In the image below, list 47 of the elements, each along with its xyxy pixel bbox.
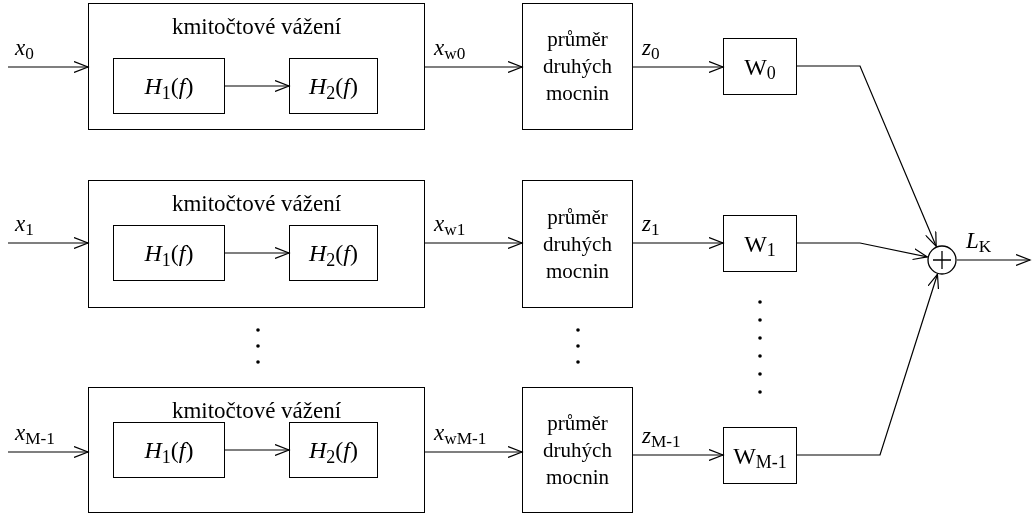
group-box <box>88 180 425 308</box>
block-label: H$_{1}$(f) <box>144 239 194 267</box>
arrow <box>956 253 1031 267</box>
arrow <box>7 445 89 459</box>
block-label: W$_{1}$ <box>744 229 776 258</box>
block-label: W$_{M-1}$ <box>733 441 787 470</box>
arrow <box>424 60 523 74</box>
group-box <box>88 387 425 513</box>
block-box <box>522 180 633 308</box>
arrow <box>424 445 523 459</box>
summing-junction <box>927 245 957 275</box>
block-box <box>113 225 225 281</box>
arrow <box>7 236 89 250</box>
block-label: průměr druhých mocnin <box>542 26 613 107</box>
arrow <box>224 79 290 93</box>
block-box <box>723 427 797 484</box>
block-label: H$_{2}$(f) <box>309 436 358 464</box>
arrow <box>796 65 937 247</box>
block-box <box>113 58 225 114</box>
arrow <box>796 273 940 456</box>
arrow <box>632 60 724 74</box>
block-label: průměr druhých mocnin <box>542 203 613 285</box>
block-box <box>113 422 225 478</box>
arrow <box>424 236 523 250</box>
block-box <box>289 225 378 281</box>
group-box <box>88 3 425 130</box>
block-label: H$_{1}$(f) <box>144 436 194 464</box>
arrow <box>224 246 290 260</box>
block-label: průměr druhých mocnin <box>542 409 613 491</box>
block-box <box>289 422 378 478</box>
arrow <box>632 236 724 250</box>
block-box <box>723 38 797 95</box>
arrow <box>224 443 290 457</box>
group-title: kmitočtové vážení <box>171 191 342 217</box>
arrow <box>796 242 928 261</box>
block-box <box>522 3 633 130</box>
arrow <box>7 60 89 74</box>
block-box <box>522 387 633 513</box>
group-title: kmitočtové vážení <box>171 14 342 40</box>
block-box <box>289 58 378 114</box>
group-title: kmitočtové vážení <box>171 398 342 424</box>
block-label: H$_{2}$(f) <box>309 72 358 100</box>
block-label: H$_{2}$(f) <box>309 239 358 267</box>
block-label: W$_{0}$ <box>744 52 776 81</box>
block-label: H$_{1}$(f) <box>144 72 194 100</box>
block-box <box>723 215 797 272</box>
arrow <box>632 448 724 462</box>
